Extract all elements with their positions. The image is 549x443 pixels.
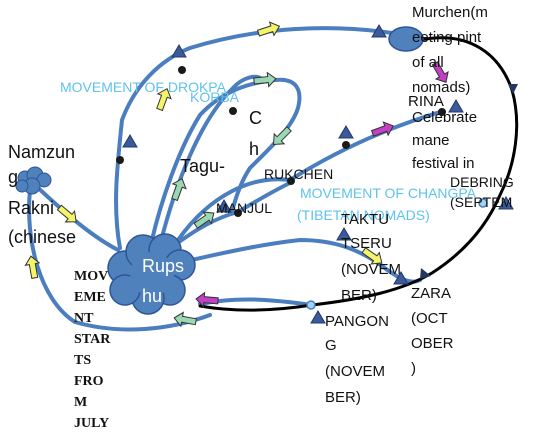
stop-dot-marker [438, 108, 446, 116]
namzung-cloud [15, 166, 52, 195]
direction-arrow-icon [173, 311, 197, 328]
debring-blue-dot [478, 198, 488, 208]
camp-triangle-marker [216, 199, 232, 213]
zara-label: ZARA (OCT OBER ) [411, 285, 458, 377]
camp-triangle-marker [171, 44, 187, 58]
direction-arrow-icon [193, 211, 215, 229]
rupshu-cloud [107, 233, 196, 315]
movement-drokpa-label: MOVEMENT OF DROKPA KORBA [60, 79, 240, 105]
direction-arrowhead-icon [508, 84, 518, 94]
stop-dot-marker [178, 66, 186, 74]
stop-dot-marker [234, 209, 242, 217]
camp-triangle-marker [338, 125, 354, 139]
route-rupshu-korba [158, 74, 264, 247]
murchen-cloud [388, 26, 424, 52]
stop-dot-marker [116, 156, 124, 164]
direction-arrow-icon [253, 71, 277, 88]
camp-triangle-marker [310, 310, 326, 324]
taktu-label: TAKTU TSERU (NOVEM BER) [341, 211, 405, 304]
pangong-label: PANGON G (NOVEM BER) [325, 313, 393, 406]
stop-dot-marker [342, 141, 350, 149]
route-rupshu-murchen [114, 26, 407, 250]
camp-triangle-marker [122, 134, 138, 148]
rupshu-label: Rups hu [142, 256, 189, 306]
direction-arrow-icon [24, 255, 41, 279]
rukchen-label: RUKCHEN [264, 166, 333, 182]
camp-triangle-marker [371, 24, 387, 38]
camp-triangle-marker [393, 271, 409, 285]
pangong-blue-dot [306, 300, 316, 310]
debring-label: DEBRING (SEPTEM [450, 174, 518, 210]
direction-arrow-icon [431, 61, 449, 84]
movement-changpa-label: MOVEMENT OF CHANGPA (TIBETAN NOMADS) [297, 185, 479, 223]
camp-triangle-marker [498, 196, 514, 210]
direction-arrow-icon [56, 204, 77, 223]
stop-dot-marker [287, 177, 295, 185]
direction-arrow-icon [171, 178, 187, 202]
direction-arrowhead-icon [420, 268, 431, 279]
direction-arrow-icon [361, 247, 383, 265]
murchen-label: Murchen(m eeting pint of all nomads) [412, 4, 492, 96]
direction-arrow-icon [256, 21, 281, 37]
route-rupshu-namzung [33, 183, 120, 252]
route-rupshu-drokpa-loop [150, 77, 302, 242]
manjul-label: MANJUL [216, 200, 272, 216]
direction-arrow-icon [272, 126, 292, 146]
direction-arrow-icon [156, 88, 172, 112]
route-black-loop [198, 36, 519, 312]
route-namzung-south [27, 188, 212, 332]
tagu-label: Tagu- [180, 156, 225, 176]
rina-label: RINA Celebrate mane festival in [408, 93, 481, 172]
direction-arrow-icon [195, 291, 219, 308]
stop-dot-marker [229, 107, 237, 115]
direction-arrow-icon [370, 121, 394, 137]
rakni-label: Rakni (chinese [8, 198, 76, 247]
namzung-label: Namzun g [8, 142, 80, 187]
camp-triangle-marker [448, 99, 464, 113]
ch-label: C h [249, 108, 267, 159]
movement-start-note: MOV EME NT STAR TS FRO M JULY [74, 269, 114, 431]
camp-triangle-marker [336, 227, 352, 241]
